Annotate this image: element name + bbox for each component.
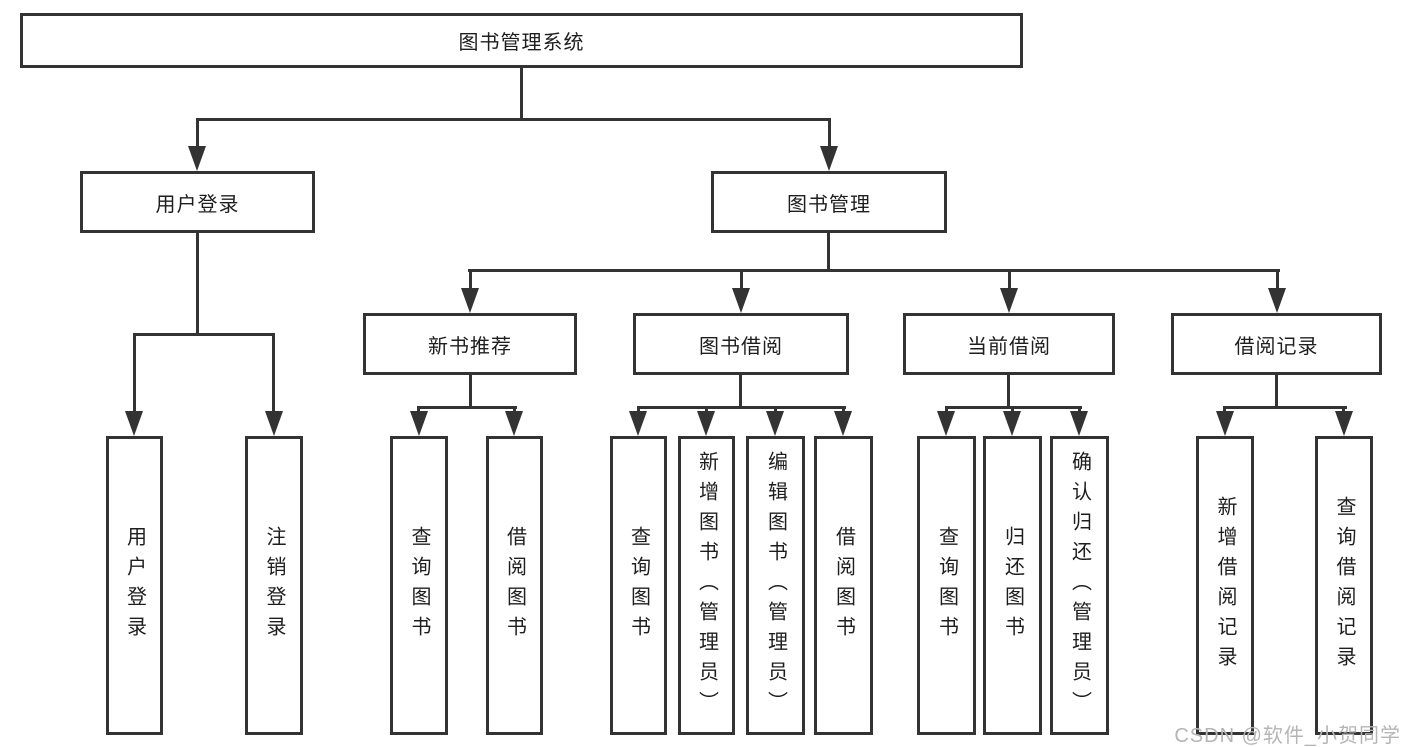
node-leaf-bb-edit-books-admin: 编辑图书（管理员） <box>746 436 805 735</box>
leaf-label: 借阅图书 <box>832 525 855 646</box>
leaf-label: 查询图书 <box>408 525 430 646</box>
connector-line <box>417 406 420 414</box>
connector-line <box>1223 406 1226 414</box>
connector-line <box>1223 406 1347 409</box>
connector-line <box>417 406 517 409</box>
connector-line <box>637 406 640 414</box>
connector-line <box>827 233 830 272</box>
arrow-down-icon <box>125 411 143 436</box>
arrow-down-icon <box>697 411 715 436</box>
arrow-down-icon <box>1000 288 1018 313</box>
arrow-down-icon <box>834 411 852 436</box>
node-leaf-cb-query-books: 查询图书 <box>917 436 976 735</box>
connector-line <box>774 406 777 414</box>
arrow-down-icon <box>732 288 750 313</box>
arrow-down-icon <box>766 411 784 436</box>
arrow-down-icon <box>265 411 283 436</box>
arrow-down-icon <box>629 411 647 436</box>
node-leaf-logout: 注销登录 <box>245 436 303 735</box>
leaf-label: 查询借阅记录 <box>1333 495 1355 676</box>
connector-line <box>1276 269 1279 291</box>
connector-line <box>1008 269 1011 291</box>
connector-line <box>133 333 136 413</box>
connector-line <box>1011 406 1014 414</box>
connector-line <box>828 118 831 150</box>
connector-line <box>1078 406 1081 414</box>
arrow-down-icon <box>820 146 838 171</box>
connector-line <box>705 406 708 414</box>
node-leaf-cb-return-books: 归还图书 <box>983 436 1042 735</box>
connector-line <box>1275 375 1278 408</box>
arrow-down-icon <box>1216 411 1234 436</box>
arrow-down-icon <box>505 411 523 436</box>
connector-line <box>520 68 523 120</box>
node-library-management-system: 图书管理系统 <box>20 13 1023 68</box>
leaf-label: 新增借阅记录 <box>1214 495 1236 676</box>
arrow-down-icon <box>188 146 206 171</box>
leaf-label: 查询图书 <box>627 525 650 646</box>
node-book-borrowing: 图书借阅 <box>633 313 849 375</box>
connector-line <box>196 118 831 121</box>
connector-line <box>842 406 845 414</box>
connector-line <box>196 233 199 335</box>
node-borrowing-records: 借阅记录 <box>1171 313 1382 375</box>
arrow-down-icon <box>1003 411 1021 436</box>
leaf-label: 查询图书 <box>935 525 958 646</box>
arrow-down-icon <box>461 288 479 313</box>
connector-line <box>637 406 846 409</box>
node-book-management: 图书管理 <box>711 171 947 233</box>
node-leaf-nb-query-books: 查询图书 <box>390 436 448 735</box>
connector-line <box>1007 375 1010 408</box>
arrow-down-icon <box>1335 411 1353 436</box>
connector-line <box>469 375 472 408</box>
node-leaf-user-login: 用户登录 <box>106 436 163 735</box>
arrow-down-icon <box>1070 411 1088 436</box>
leaf-label: 注销登录 <box>263 525 285 646</box>
node-user-login: 用户登录 <box>80 171 315 233</box>
connector-line <box>513 406 516 414</box>
leaf-label: 用户登录 <box>123 525 146 646</box>
connector-line <box>1342 406 1345 414</box>
csdn-watermark: CSDN @软件_小贺同学 <box>1174 725 1401 747</box>
node-new-book-recommendation: 新书推荐 <box>363 313 577 375</box>
node-leaf-bb-borrow-books: 借阅图书 <box>814 436 873 735</box>
leaf-label: 新增图书（管理员） <box>695 450 718 721</box>
node-leaf-br-query-record: 查询借阅记录 <box>1315 436 1373 735</box>
connector-line <box>469 269 472 291</box>
arrow-down-icon <box>410 411 428 436</box>
node-leaf-br-add-record: 新增借阅记录 <box>1196 436 1254 735</box>
connector-line <box>468 269 1280 272</box>
leaf-label: 归还图书 <box>1001 525 1024 646</box>
connector-line <box>945 406 948 414</box>
leaf-label: 编辑图书（管理员） <box>764 450 787 721</box>
node-leaf-cb-confirm-return-admin: 确认归还（管理员） <box>1050 436 1109 735</box>
connector-line <box>272 333 275 413</box>
connector-line <box>739 375 742 408</box>
node-leaf-bb-add-books-admin: 新增图书（管理员） <box>678 436 735 735</box>
leaf-label: 确认归还（管理员） <box>1068 450 1091 721</box>
leaf-label: 借阅图书 <box>503 525 526 646</box>
node-current-borrowing: 当前借阅 <box>903 313 1115 375</box>
connector-line <box>740 269 743 291</box>
connector-line <box>196 118 199 150</box>
node-leaf-bb-query-books: 查询图书 <box>610 436 667 735</box>
connector-line <box>133 333 275 336</box>
node-leaf-nb-borrow-books: 借阅图书 <box>486 436 543 735</box>
arrow-down-icon <box>1268 288 1286 313</box>
arrow-down-icon <box>937 411 955 436</box>
